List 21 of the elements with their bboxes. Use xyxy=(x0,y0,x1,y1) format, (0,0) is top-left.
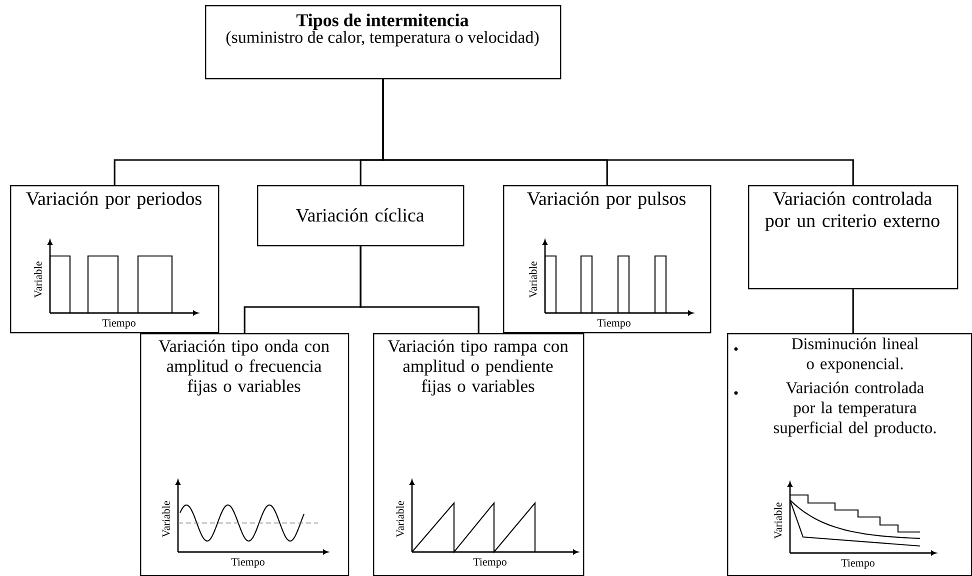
label: Variable xyxy=(34,262,42,298)
connector-line xyxy=(382,79,854,185)
label: Tiempo xyxy=(841,559,875,569)
label: Variable xyxy=(162,501,170,538)
label: Tiempo xyxy=(473,558,507,568)
connector-line xyxy=(360,246,480,333)
connector-line xyxy=(852,289,854,333)
label: Tiempo xyxy=(231,558,265,568)
chart-drawing: Variable Tiempo xyxy=(34,240,198,329)
process-box: Variación cíclica xyxy=(257,185,464,246)
label: Variable xyxy=(396,501,404,538)
chart-drawing: Variable Tiempo xyxy=(774,482,936,569)
label: Variable xyxy=(529,262,537,298)
chart-drawing: Variable Tiempo xyxy=(396,480,578,568)
label: Tiempo xyxy=(102,319,136,329)
label: Variable xyxy=(774,502,782,539)
chart-drawing: Variable Tiempo xyxy=(529,240,694,329)
process-box: Variación controlada por un criterio externo xyxy=(748,185,958,290)
process-box: Tipos de intermitencia (suministro de calor, temperatura o velocidad) xyxy=(205,5,562,80)
chart-drawing: Variable Tiempo xyxy=(162,480,328,568)
label: Tiempo xyxy=(597,319,631,329)
